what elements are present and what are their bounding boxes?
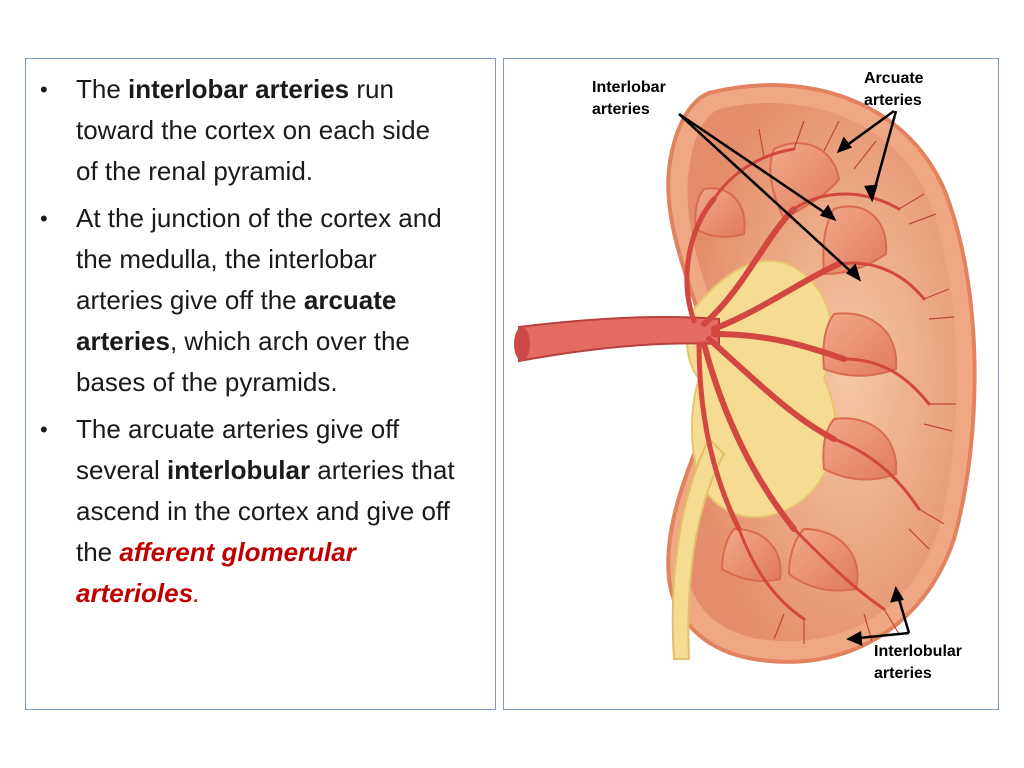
bullet-icon: • <box>40 417 48 442</box>
b3-text-1: The arcuate arteries give off several <box>76 414 400 485</box>
label-arcuate-line1: Arcuate <box>864 70 924 87</box>
figure-panel: Interlobar arteries Arcuate arteries Int… <box>503 58 999 710</box>
b2-text-1: At the junction of the cortex and the me… <box>76 203 442 315</box>
label-interlobular-line2: arteries <box>874 665 932 682</box>
bullet-item-1: • The interlobar arteries run toward the … <box>26 69 456 192</box>
b1-term-interlobar: interlobar arteries <box>128 74 350 104</box>
label-interlobular-line1: Interlobular <box>874 643 963 660</box>
label-interlobar-line1: Interlobar <box>592 79 666 96</box>
b1-text-1: The <box>76 74 129 104</box>
label-interlobular-arteries: Interlobular arteries <box>874 641 962 685</box>
label-arcuate-arteries: Arcuate arteries <box>864 68 924 112</box>
renal-artery-opening <box>514 327 530 361</box>
b3-period: . <box>193 578 201 608</box>
artery-branches <box>684 147 931 621</box>
ureter <box>671 437 726 660</box>
b3-term-interlobular: interlobular <box>167 455 311 485</box>
kidney-illustration <box>514 83 977 664</box>
b3-term-afferent: afferent glomerular arterioles <box>76 537 356 608</box>
bullet-icon: • <box>40 77 48 102</box>
bullet-list: • The interlobar arteries run toward the … <box>26 69 456 620</box>
b1-text-2: run toward the cortex on each side of th… <box>76 74 431 186</box>
label-interlobar-line2: arteries <box>592 101 650 118</box>
b2-term-arcuate: arcuate arteries <box>76 285 397 356</box>
label-arcuate-line2: arteries <box>864 92 922 109</box>
b3-text-2: arteries that ascend in the cortex and g… <box>76 455 455 567</box>
b2-text-2: , which arch over the bases of the pyram… <box>76 326 410 397</box>
label-arrows <box>678 109 911 646</box>
bullet-item-2: • At the junction of the cortex and the m… <box>26 198 456 403</box>
bullet-item-3: • The arcuate arteries give off several i… <box>26 409 456 614</box>
interlobular-vessels <box>758 120 956 644</box>
label-interlobar-arteries: Interlobar arteries <box>592 77 666 121</box>
bullet-icon: • <box>40 206 48 231</box>
text-panel: • The interlobar arteries run toward the … <box>25 58 496 710</box>
